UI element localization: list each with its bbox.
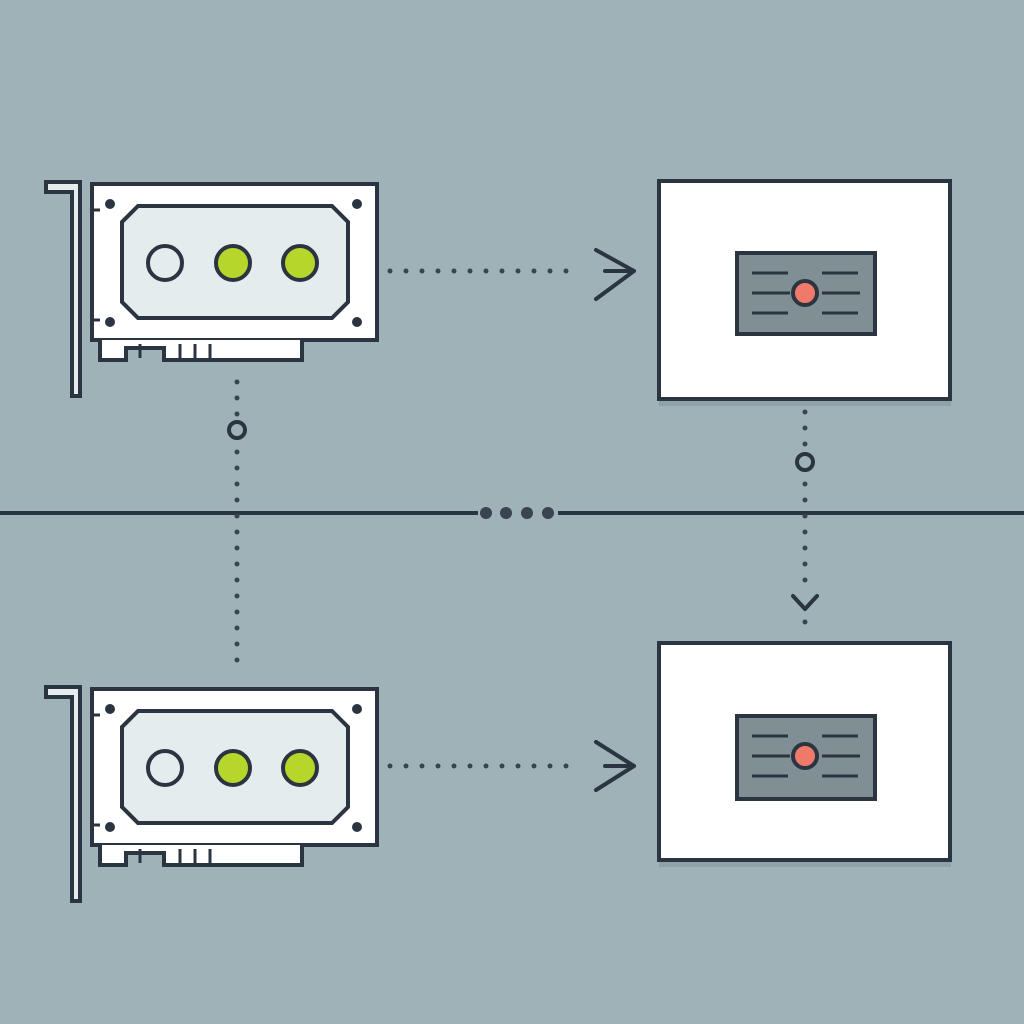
window-shadow [659, 398, 951, 406]
ellipsis-dot [521, 507, 533, 519]
connector-card-top-to-display-top [387, 248, 636, 301]
screw-icon [105, 317, 115, 327]
led-on-icon [214, 749, 252, 787]
status-dot-icon [791, 279, 819, 307]
led-on-icon [281, 244, 319, 282]
led-on-icon [281, 749, 319, 787]
ring-marker [795, 452, 815, 472]
arrowhead-right-icon [594, 740, 636, 792]
display-window-bottom [657, 641, 952, 867]
led-off-icon [146, 244, 184, 282]
screw-icon [352, 317, 362, 327]
ellipsis-dot [480, 507, 492, 519]
screw-icon [105, 822, 115, 832]
card-bracket [44, 685, 82, 903]
expansion-card-bottom [44, 685, 379, 903]
ellipsis-dot [500, 507, 512, 519]
display-window-top [657, 179, 952, 406]
screw-icon [352, 199, 362, 209]
card-edge-connector [98, 340, 304, 362]
status-dot-icon [791, 742, 819, 770]
window-shadow [659, 859, 951, 867]
led-off-icon [146, 749, 184, 787]
card-bracket [44, 180, 82, 398]
led-on-icon [214, 244, 252, 282]
expansion-card-top [44, 180, 379, 398]
screw-icon [105, 704, 115, 714]
connector-display-top-to-display-bottom [791, 409, 819, 631]
screw-icon [352, 822, 362, 832]
ring-marker [227, 420, 247, 440]
connector-card-bottom-to-display-bottom [387, 740, 636, 792]
card-edge-connector [98, 845, 304, 867]
screw-icon [105, 199, 115, 209]
arrowhead-right-icon [594, 248, 636, 301]
screw-icon [352, 704, 362, 714]
divider-line [0, 507, 1024, 519]
connector-card-top-to-card-bottom [227, 379, 247, 671]
arrowhead-down-icon [791, 594, 819, 611]
ellipsis-dot [542, 507, 554, 519]
